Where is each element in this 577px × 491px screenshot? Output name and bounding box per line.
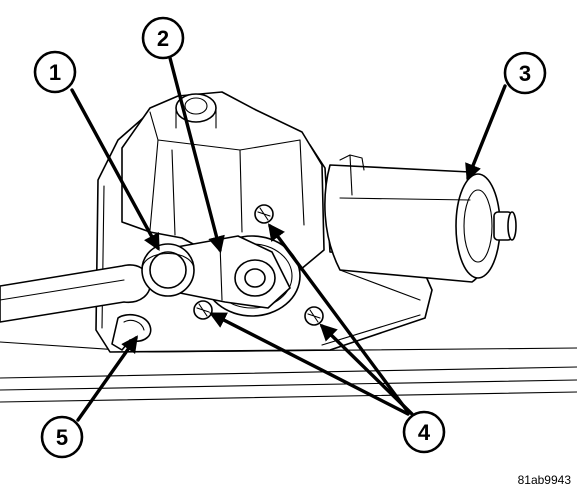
svg-text:1: 1 bbox=[49, 60, 61, 85]
leader-4c bbox=[319, 323, 414, 416]
leader-4b bbox=[208, 312, 410, 416]
leader-1 bbox=[70, 88, 160, 251]
callout-2: 2 bbox=[141, 16, 185, 60]
leader-4a bbox=[267, 223, 410, 414]
screw-right bbox=[304, 306, 324, 326]
callout-5: 5 bbox=[40, 415, 84, 459]
crank-arm bbox=[159, 235, 301, 317]
wiper-motor bbox=[324, 154, 517, 283]
screw-left bbox=[193, 300, 213, 320]
leader-5 bbox=[76, 335, 138, 422]
callout-4: 4 bbox=[402, 410, 446, 454]
mounting-screws bbox=[193, 204, 324, 326]
svg-text:3: 3 bbox=[519, 61, 531, 86]
leader-2 bbox=[168, 56, 225, 254]
svg-text:4: 4 bbox=[418, 420, 431, 445]
screw-upper bbox=[254, 204, 274, 224]
drive-link bbox=[0, 243, 195, 323]
svg-text:2: 2 bbox=[157, 26, 169, 51]
callout-1: 1 bbox=[33, 50, 77, 94]
figure-code: 81ab9943 bbox=[518, 473, 572, 487]
callout-3: 3 bbox=[503, 51, 547, 95]
callout-leaders bbox=[70, 56, 507, 422]
svg-text:5: 5 bbox=[56, 425, 68, 450]
leader-3 bbox=[465, 84, 507, 182]
